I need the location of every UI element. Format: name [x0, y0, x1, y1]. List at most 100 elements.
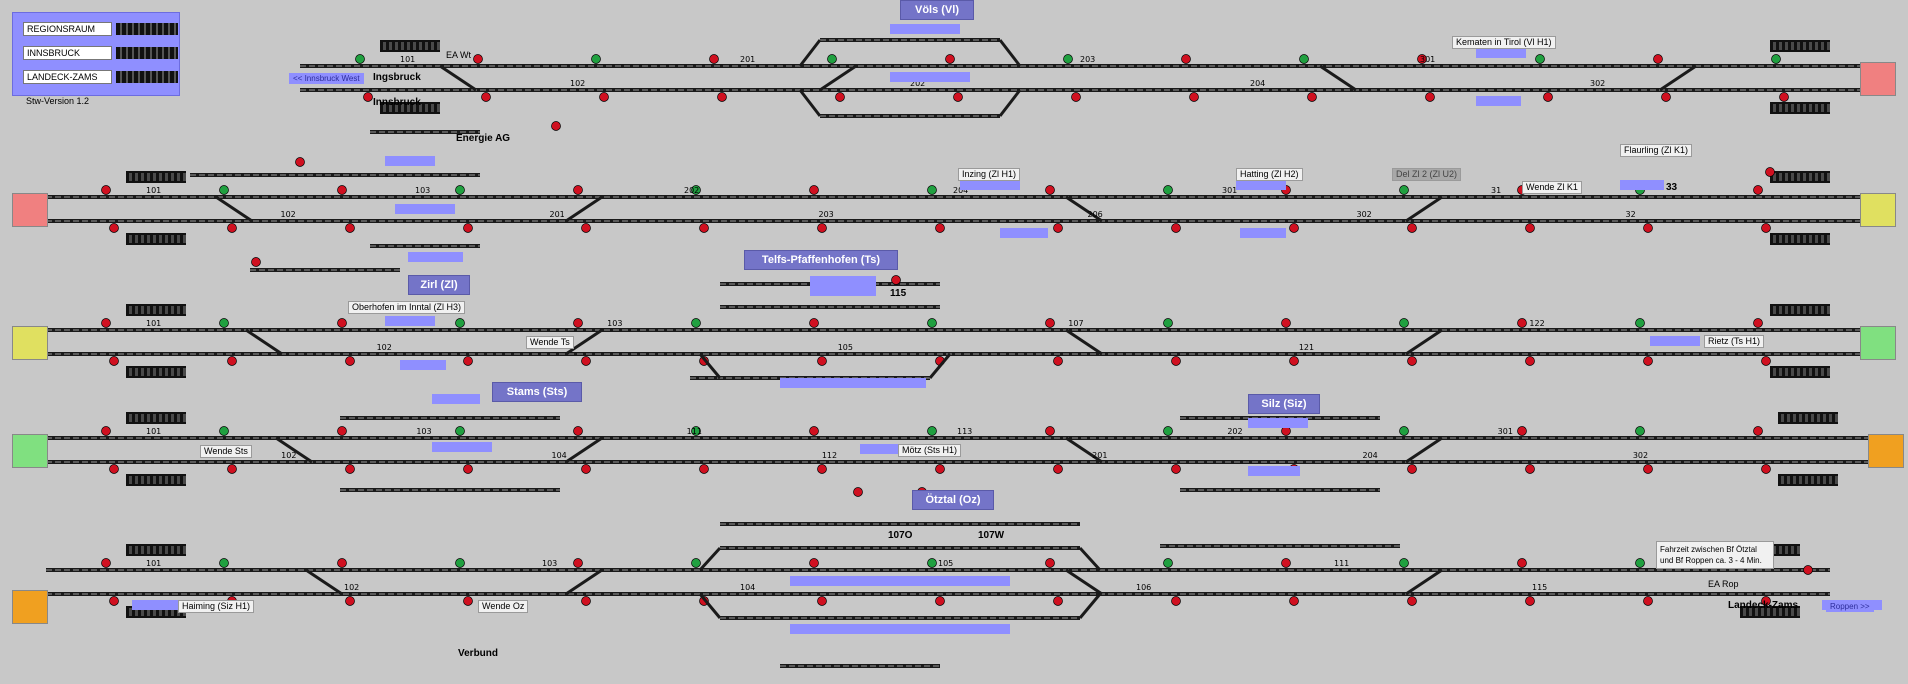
signal-red — [227, 464, 237, 474]
station-sub-zl-u2[interactable]: Del Zl 2 (Zl U2) — [1392, 168, 1462, 181]
station-sub-inzing[interactable]: Inzing (Zl H1) — [958, 168, 1021, 181]
legend-label: LANDECK-ZAMS — [23, 70, 112, 84]
track-number-label: 201 — [1092, 451, 1107, 460]
counter-digit — [1827, 306, 1830, 314]
switch-track — [1405, 195, 1443, 223]
station-title-stams[interactable]: Stams (Sts) — [492, 382, 582, 402]
legend-label: REGIONSRAUM — [23, 22, 112, 36]
track-number-label: 105 — [938, 559, 953, 568]
signal-green — [1399, 318, 1409, 328]
counter-digit — [141, 476, 144, 484]
counter-digit — [1829, 414, 1832, 422]
station-title-silz[interactable]: Silz (Siz) — [1248, 394, 1320, 414]
station-title-zirl[interactable]: Zirl (Zl) — [408, 275, 470, 295]
block-field — [1000, 228, 1048, 238]
counter-digit — [1803, 306, 1806, 314]
station-sub-oberhofen[interactable]: Oberhofen im Inntal (Zl H3) — [348, 301, 466, 314]
legend-panel: REGIONSRAUM INNSBRUCK LANDECK-ZAMS — [12, 12, 180, 96]
station-sub-hatting[interactable]: Hatting (Zl H2) — [1236, 168, 1303, 181]
signal-red — [1661, 92, 1671, 102]
counter-digit — [1821, 306, 1824, 314]
counter-digit — [1779, 608, 1782, 616]
counter-digit — [1773, 368, 1776, 376]
portal-west-r5[interactable] — [12, 590, 48, 624]
track-number-label: 202 — [684, 186, 699, 195]
counter-digit — [153, 173, 156, 181]
legend-display — [116, 47, 178, 59]
track-number-label: 111 — [1334, 559, 1349, 568]
counter-digit — [177, 235, 180, 243]
wende-ts[interactable]: Wende Ts — [526, 336, 574, 349]
counter-digit — [1821, 42, 1824, 50]
track-number-label: 102 — [377, 343, 392, 352]
station-sub-haiming[interactable]: Haiming (Siz H1) — [178, 600, 255, 613]
counter-digit — [1779, 306, 1782, 314]
counter-digit — [129, 306, 132, 314]
track-number-label: 112 — [822, 451, 837, 460]
legend-row-innsbruck[interactable]: INNSBRUCK — [23, 46, 178, 60]
signal-green — [219, 558, 229, 568]
signal-red — [1761, 223, 1771, 233]
counter-digit — [135, 476, 138, 484]
counter-digit — [1835, 476, 1838, 484]
portal-east-r4[interactable] — [1868, 434, 1904, 468]
signal-red — [599, 92, 609, 102]
counter-digit — [141, 414, 144, 422]
wende-zl-k1[interactable]: Wende Zl K1 — [1522, 181, 1582, 194]
signal-red — [699, 464, 709, 474]
signal-red — [1053, 356, 1063, 366]
portal-east-r1[interactable] — [1860, 62, 1896, 96]
counter-digit — [1803, 173, 1806, 181]
signal-red — [1407, 596, 1417, 606]
switch-track — [1405, 328, 1443, 356]
station-title-telfs[interactable]: Telfs-Pfaffenhofen (Ts) — [744, 250, 898, 270]
counter-digit — [431, 42, 434, 50]
link-roppen[interactable]: Roppen >> — [1826, 601, 1874, 612]
signal-red — [709, 54, 719, 64]
counter-digit — [1797, 104, 1800, 112]
counter-digit — [413, 42, 416, 50]
legend-row-landeck[interactable]: LANDECK-ZAMS — [23, 70, 178, 84]
track-number-label: 105 — [838, 343, 853, 352]
counter-digit — [183, 368, 186, 376]
link-innsbruck-west[interactable]: << Innsbruck West — [289, 73, 364, 84]
switch-track — [215, 195, 253, 223]
track-segment — [46, 328, 1860, 332]
signal-red — [1045, 558, 1055, 568]
signal-red — [1171, 356, 1181, 366]
counter-digit — [147, 546, 150, 554]
counter-digit — [159, 306, 162, 314]
signal-green — [927, 318, 937, 328]
signal-red — [463, 464, 473, 474]
wende-sts[interactable]: Wende Sts — [200, 445, 252, 458]
station-sub-moetz[interactable]: Mötz (Sts H1) — [898, 444, 962, 457]
portal-east-r3[interactable] — [1860, 326, 1896, 360]
portal-west-r4[interactable] — [12, 434, 48, 468]
switch-track — [1078, 593, 1102, 619]
counter-digit — [141, 235, 144, 243]
portal-west-r3[interactable] — [12, 326, 48, 360]
counter-digit — [1809, 173, 1812, 181]
legend-row-regionsraum[interactable]: REGIONSRAUM — [23, 22, 178, 36]
signal-green — [827, 54, 837, 64]
station-title-oetztal[interactable]: Ötztal (Oz) — [912, 490, 994, 510]
portal-east-r2[interactable] — [1860, 193, 1896, 227]
station-sub-rietz[interactable]: Rietz (Ts H1) — [1704, 335, 1765, 348]
track-number-label: 302 — [1633, 451, 1648, 460]
signal-green — [691, 318, 701, 328]
counter-digit — [425, 42, 428, 50]
signal-green — [1399, 426, 1409, 436]
signal-red — [1407, 464, 1417, 474]
station-sub-kematen[interactable]: Kematen in Tirol (Vl H1) — [1452, 36, 1556, 49]
signal-red — [1045, 318, 1055, 328]
signal-red — [1643, 464, 1653, 474]
wende-oz[interactable]: Wende Oz — [478, 600, 529, 613]
counter-digit — [183, 306, 186, 314]
counter-digit — [135, 608, 138, 616]
station-title-voels[interactable]: Völs (Vl) — [900, 0, 974, 20]
place-landeck-zams: Landeck-Zams — [1728, 600, 1799, 611]
station-sub-flaurling[interactable]: Flaurling (Zl K1) — [1620, 144, 1693, 157]
portal-west-r2[interactable] — [12, 193, 48, 227]
counter-digit — [141, 173, 144, 181]
